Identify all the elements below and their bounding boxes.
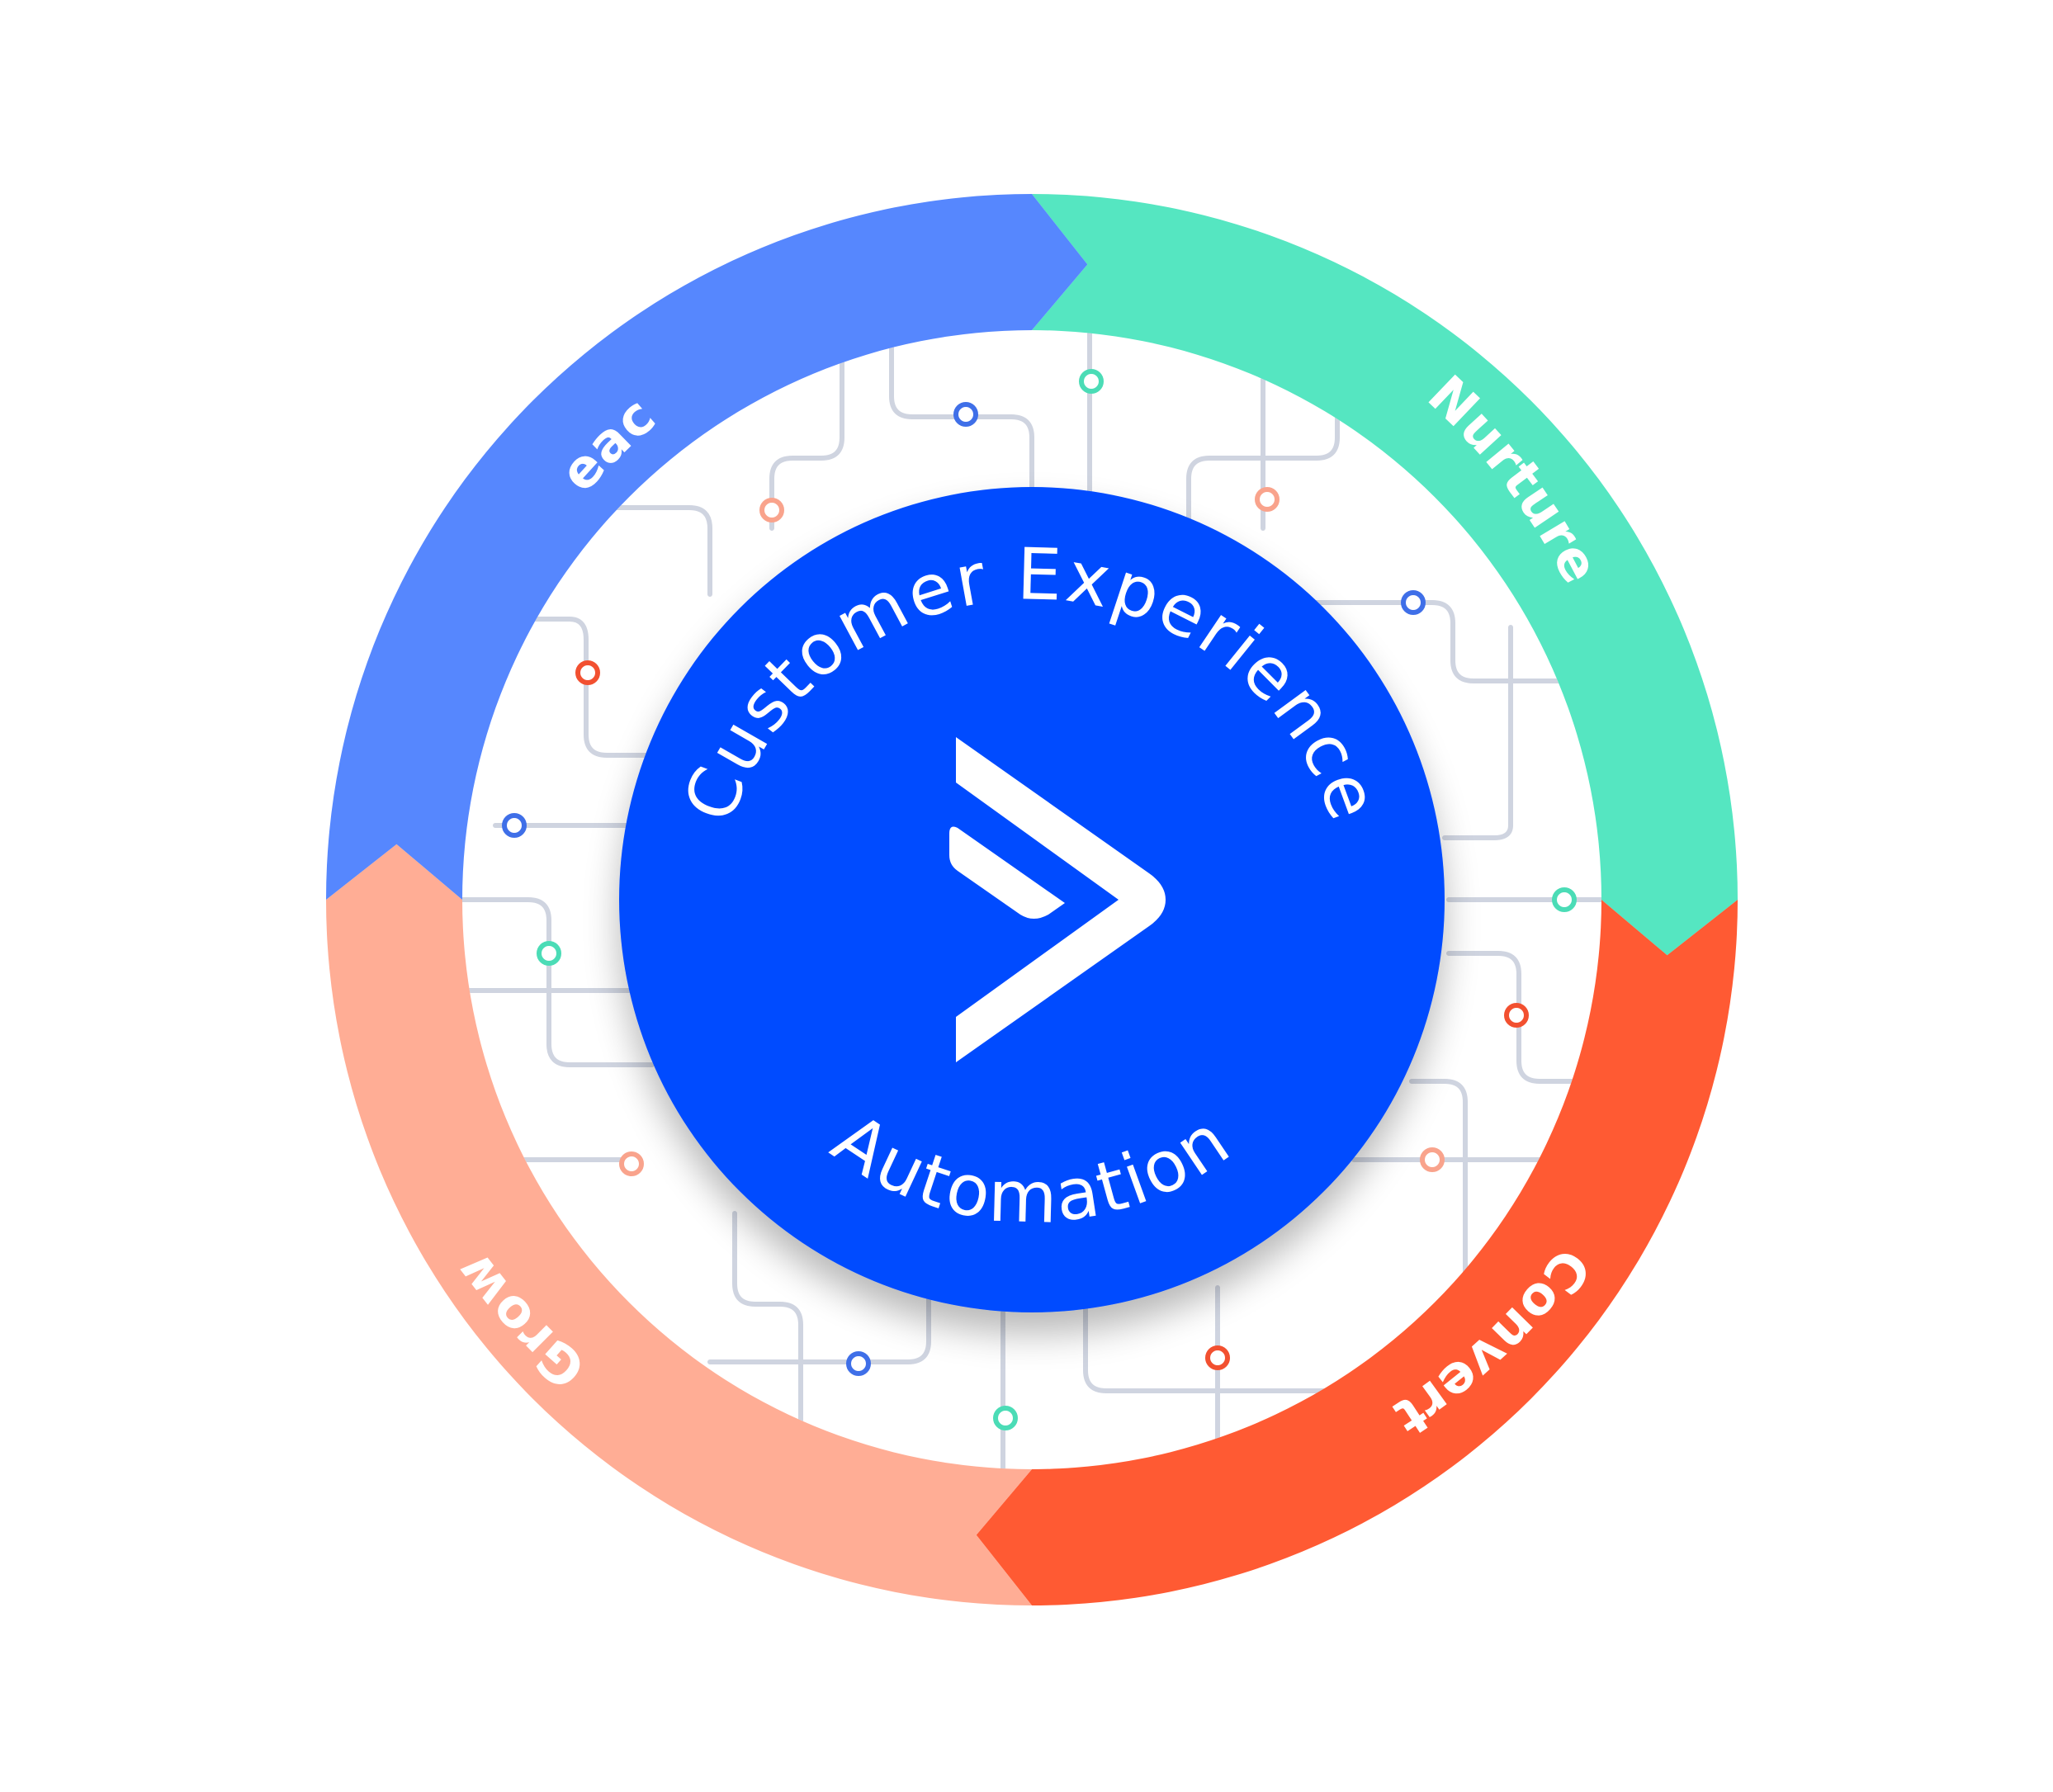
circuit-node (846, 1351, 871, 1376)
circuit-line (769, 344, 844, 531)
circuit-line (1409, 1079, 1468, 1290)
segment-nurture (976, 900, 1738, 1605)
segment-reach (1032, 194, 1738, 956)
circuit-line (600, 505, 712, 597)
chevron-right-icon (949, 737, 1166, 1062)
circuit-line (462, 897, 655, 1067)
circuit-line (1281, 600, 1563, 683)
circuit-node (537, 941, 561, 966)
circuit-node (575, 660, 600, 685)
segment-grow (326, 194, 1088, 900)
circuit-node (759, 498, 784, 522)
circuit-node (1420, 1147, 1445, 1172)
circuit-line (1083, 1293, 1340, 1393)
circuit-lines (462, 330, 1601, 1469)
circuit-node (1079, 369, 1104, 394)
segment-convert (326, 844, 1032, 1605)
circuit-node (1255, 487, 1280, 512)
cycle-ring (326, 194, 1738, 1605)
circuit-node (1205, 1345, 1230, 1370)
circuit-node (502, 813, 527, 838)
circuit-node (993, 1406, 1018, 1430)
circuit-line (732, 1211, 803, 1430)
circuit-node (1552, 887, 1577, 912)
circuit-node (1504, 1003, 1529, 1028)
circuit-line (1442, 625, 1513, 840)
circuit-node (619, 1151, 644, 1176)
circuit-node (953, 402, 978, 427)
circuit-node (1401, 590, 1426, 615)
circuit-line (526, 617, 655, 758)
circuit-line (1186, 410, 1340, 531)
circuit-line (707, 1293, 931, 1364)
